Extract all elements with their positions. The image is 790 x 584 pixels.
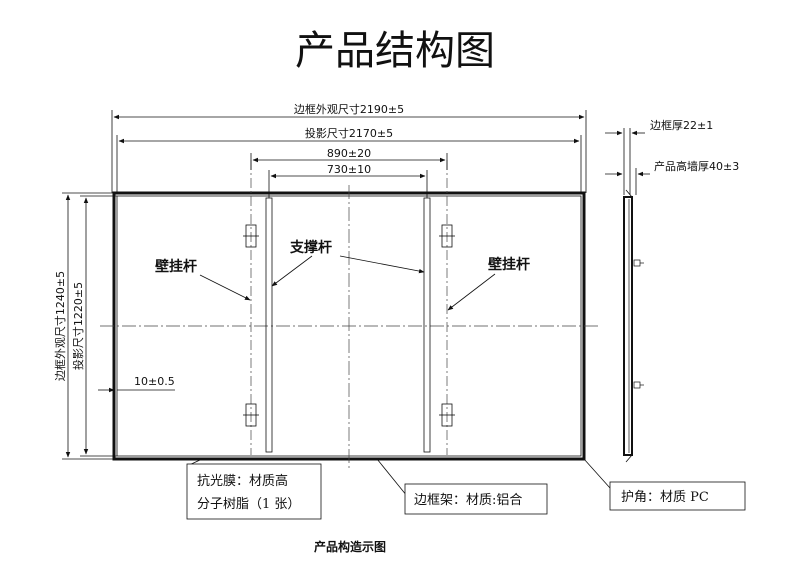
diagram-caption: 产品构造示图 (314, 539, 386, 554)
wall-thickness-label: 产品高墙厚40±3 (654, 159, 739, 173)
corner-note: 护角：材质 PC (621, 490, 709, 505)
dim-side-thickness (605, 128, 650, 195)
centerlines (100, 185, 600, 468)
wall-rod-right-leader (447, 273, 496, 311)
note-frame (376, 458, 548, 515)
dim-frame-width (111, 110, 587, 193)
support-rod-right-leader (339, 255, 425, 274)
projection-width-label: 投影尺寸2170±5 (305, 126, 393, 140)
span-inner-label: 730±10 (327, 163, 371, 176)
film-note-line1: 抗光膜：材质高 (197, 473, 288, 489)
support-rod-label: 支撑杆 (289, 239, 332, 256)
frame-note: 边框架：材质:铝合 (414, 493, 522, 508)
film-note-line2: 分子树脂（1 张） (197, 497, 300, 512)
wall-rod-right-label: 壁挂杆 (488, 256, 530, 273)
wall-rod-left-label: 壁挂杆 (155, 258, 197, 275)
frame-thickness-label: 边框厚22±1 (650, 119, 713, 132)
frame-outer-height-label: 边框外观尺寸1240±5 (53, 271, 67, 381)
support-rod-left (265, 197, 273, 453)
dim-span-outer (250, 153, 448, 170)
page-title: 产品结构图 (295, 28, 495, 74)
frame-outer-width-label: 边框外观尺寸2190±5 (294, 102, 404, 116)
dim-span-inner (268, 170, 428, 198)
wall-rods (250, 160, 448, 455)
wall-rod-left-leader (199, 274, 251, 301)
dim-projection-height (80, 195, 117, 457)
span-outer-label: 890±20 (327, 147, 371, 160)
note-film (186, 459, 322, 520)
support-rod-left-leader (271, 255, 313, 287)
dim-projection-width (116, 135, 582, 193)
support-rod-right (423, 197, 431, 453)
mount-brackets (243, 224, 455, 427)
border-margin-label: 10±0.5 (134, 375, 175, 388)
projection-height-label: 投影尺寸1220±5 (71, 282, 85, 370)
dim-frame-height (62, 192, 114, 460)
side-view (623, 189, 644, 463)
note-corner (583, 458, 746, 511)
